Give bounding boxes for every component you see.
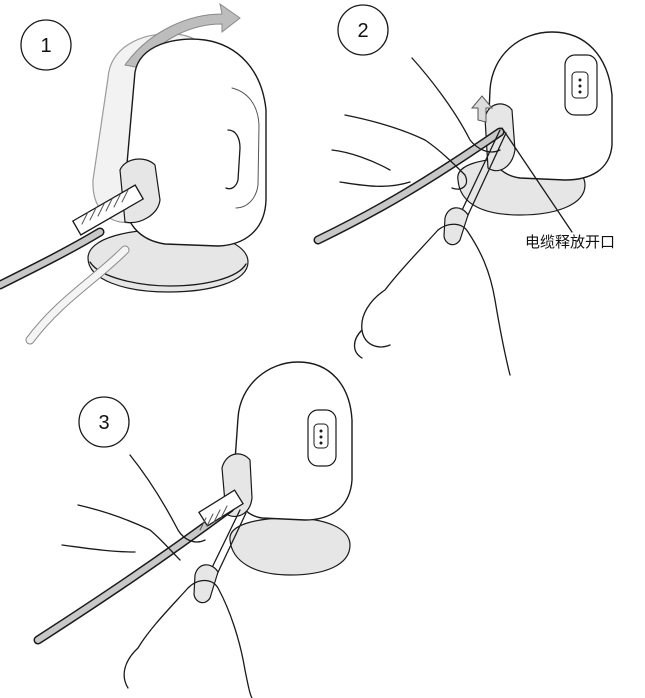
scanner-stand-base	[230, 518, 350, 575]
step-1-number: 1	[40, 35, 51, 57]
step-2-number: 2	[357, 20, 368, 42]
cable-release-opening-label: 电缆释放开口	[525, 233, 615, 251]
hand-lower	[355, 224, 511, 375]
step-1-panel: 1	[0, 4, 266, 340]
cable-connector	[199, 490, 243, 526]
step-3-panel: 3	[38, 362, 352, 698]
step-2-panel: 电缆释放开口 2	[318, 5, 615, 375]
hand-lower	[124, 581, 252, 698]
step-3-number: 3	[98, 412, 109, 434]
